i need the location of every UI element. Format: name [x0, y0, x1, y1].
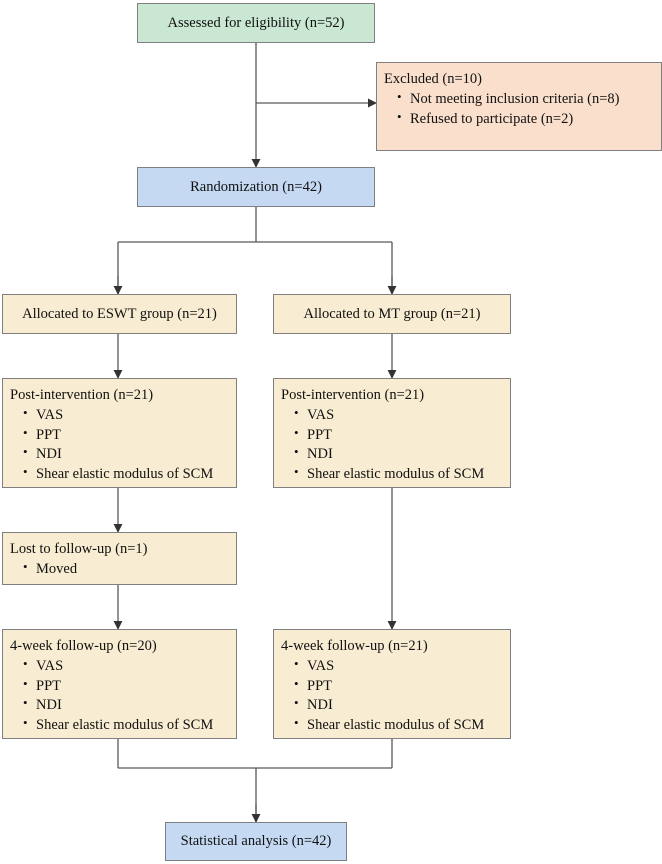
- node-title: Assessed for eligibility (n=52): [167, 14, 345, 31]
- node-allocated-mt-group: Allocated to MT group (n=21): [273, 294, 511, 334]
- node-4-week-follow-up-eswt: 4-week follow-up (n=20) VAS PPT NDI Shea…: [2, 629, 237, 739]
- list-item: PPT: [23, 425, 230, 445]
- list-item: Shear elastic modulus of SCM: [23, 715, 230, 735]
- node-item-list: VAS PPT NDI Shear elastic modulus of SCM: [10, 656, 230, 735]
- node-post-intervention-mt: Post-intervention (n=21) VAS PPT NDI She…: [273, 378, 511, 488]
- list-item: PPT: [23, 676, 230, 696]
- list-item: PPT: [294, 676, 504, 696]
- list-item: Shear elastic modulus of SCM: [294, 715, 504, 735]
- node-title: 4-week follow-up (n=21): [281, 638, 428, 654]
- list-item: Shear elastic modulus of SCM: [294, 464, 504, 484]
- node-allocated-eswt-group: Allocated to ESWT group (n=21): [2, 294, 237, 334]
- list-item: NDI: [294, 444, 504, 465]
- node-item-list: VAS PPT NDI Shear elastic modulus of SCM: [281, 656, 504, 735]
- list-item: PPT: [294, 425, 504, 445]
- node-item-list: VAS PPT NDI Shear elastic modulus of SCM: [281, 405, 504, 484]
- node-title: Excluded (n=10): [384, 71, 482, 87]
- node-title: Allocated to ESWT group (n=21): [22, 305, 217, 322]
- node-title: Statistical analysis (n=42): [180, 833, 332, 850]
- list-item: Moved: [23, 559, 230, 580]
- list-item: NDI: [23, 695, 230, 716]
- node-item-list: Moved: [10, 559, 230, 580]
- node-lost-to-follow-up: Lost to follow-up (n=1) Moved: [2, 532, 237, 585]
- list-item: VAS: [294, 656, 504, 677]
- list-item: Shear elastic modulus of SCM: [23, 464, 230, 484]
- node-statistical-analysis: Statistical analysis (n=42): [165, 822, 347, 861]
- node-title: Post-intervention (n=21): [281, 387, 425, 403]
- edge-merge-to-stats: [117, 739, 393, 822]
- list-item: VAS: [23, 405, 230, 426]
- node-title: Post-intervention (n=21): [10, 387, 154, 403]
- node-4-week-follow-up-mt: 4-week follow-up (n=21) VAS PPT NDI Shea…: [273, 629, 511, 739]
- node-item-list: VAS PPT NDI Shear elastic modulus of SCM: [10, 405, 230, 484]
- node-randomization: Randomization (n=42): [137, 167, 375, 207]
- list-item: NDI: [23, 444, 230, 465]
- node-assessed-for-eligibility: Assessed for eligibility (n=52): [137, 3, 375, 43]
- node-excluded: Excluded (n=10) Not meeting inclusion cr…: [376, 62, 662, 151]
- node-title: Lost to follow-up (n=1): [10, 541, 148, 557]
- list-item: NDI: [294, 695, 504, 716]
- node-post-intervention-eswt: Post-intervention (n=21) VAS PPT NDI She…: [2, 378, 237, 488]
- list-item: Refused to participate (n=2): [397, 109, 655, 129]
- node-item-list: Not meeting inclusion criteria (n=8) Ref…: [384, 89, 655, 129]
- list-item: VAS: [23, 656, 230, 677]
- edge-randomization-split: [117, 207, 393, 294]
- list-item: Not meeting inclusion criteria (n=8): [397, 89, 655, 110]
- node-title: 4-week follow-up (n=20): [10, 638, 157, 654]
- node-title: Allocated to MT group (n=21): [303, 305, 481, 322]
- node-title: Randomization (n=42): [190, 178, 322, 195]
- list-item: VAS: [294, 405, 504, 426]
